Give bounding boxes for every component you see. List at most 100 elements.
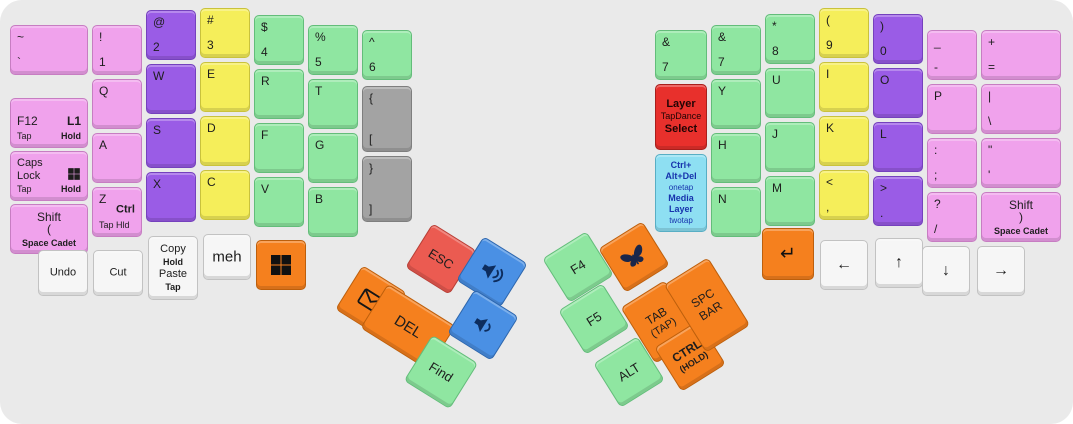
key-o[interactable]: O [873,68,923,118]
key-label: 7 [662,60,669,74]
key-label: , [826,200,830,214]
key-grave[interactable]: ~` [10,25,88,75]
key-x[interactable]: X [146,172,196,222]
key-9[interactable]: (9 [819,8,869,58]
key-w[interactable]: W [146,64,196,114]
key-label: Ctrl [116,203,135,216]
key-g[interactable]: G [308,133,358,183]
key-c[interactable]: C [200,170,250,220]
key-label: F4 [567,256,589,278]
key-r[interactable]: R [254,69,304,119]
key-label: Shift [1008,198,1034,212]
key-label: ^ [369,35,375,49]
key-label: N [718,192,727,206]
key-rshift[interactable]: Shift)Space Cadet [981,192,1061,242]
key-label: ) [880,19,884,33]
key-cut[interactable]: Cut [93,250,143,296]
key-3[interactable]: #3 [200,8,250,58]
key-t[interactable]: T [308,79,358,129]
key-backslash[interactable]: |\ [981,84,1061,134]
key-vol-up[interactable] [456,236,528,308]
key-u[interactable]: U [765,68,815,118]
key-arrow-left[interactable]: ← [820,240,868,290]
key-label: Cut [109,266,127,279]
key-4[interactable]: $4 [254,15,304,65]
key-rbracket[interactable]: }] [362,156,412,222]
key-label: ↑ [895,254,903,271]
key-comma[interactable]: <, [819,170,869,220]
key-label: / [934,222,938,236]
key-label: Lock [17,170,41,182]
key-label: Tap Hld [99,220,130,230]
key-y[interactable]: Y [711,79,761,129]
key-arrow-down[interactable]: ↓ [922,246,970,296]
key-minus[interactable]: _- [927,30,977,80]
key-0[interactable]: )0 [873,14,923,64]
key-d[interactable]: D [200,116,250,166]
key-f[interactable]: F [254,123,304,173]
key-vol-down[interactable] [447,289,519,361]
key-lshift[interactable]: Shift(Space Cadet [10,204,88,254]
key-label: Copy [160,243,186,256]
key-i[interactable]: I [819,62,869,112]
key-label: % [315,30,326,44]
key-7-inner[interactable]: &7 [655,30,707,80]
key-q[interactable]: Q [92,79,142,129]
key-slash[interactable]: ?/ [927,192,977,242]
key-semicolon[interactable]: :; [927,138,977,188]
key-butterfly-key[interactable] [598,221,670,293]
key-label: 2 [153,40,160,54]
key-label: ( [47,222,51,236]
key-arrow-up[interactable]: ↑ [875,238,923,288]
key-m[interactable]: M [765,176,815,226]
key-label: L1 [66,113,81,128]
key-enter[interactable]: ↵ [762,228,814,280]
key-l[interactable]: L [873,122,923,172]
key-8[interactable]: *8 [765,14,815,64]
key-n[interactable]: N [711,187,761,237]
key-label: ( [826,13,830,27]
key-v[interactable]: V [254,177,304,227]
key-win-key[interactable] [256,240,306,290]
key-label: @ [153,15,166,29]
key-label: 0 [880,44,887,58]
key-6[interactable]: ^6 [362,30,412,80]
key-label: } [369,161,374,175]
key-label: 3 [207,38,214,52]
key-label: M [772,181,782,195]
key-equals[interactable]: += [981,30,1061,80]
win-icon [67,167,81,181]
key-meh[interactable]: meh [203,234,251,280]
key-2[interactable]: @2 [146,10,196,60]
key-j[interactable]: J [765,122,815,172]
key-label: 6 [369,60,376,74]
key-p[interactable]: P [927,84,977,134]
key-h[interactable]: H [711,133,761,183]
key-label: Z [99,192,107,206]
spk-loud-icon [473,253,510,290]
key-k[interactable]: K [819,116,869,166]
key-label: T [315,84,323,98]
key-undo[interactable]: Undo [38,250,88,296]
key-b[interactable]: B [308,187,358,237]
key-label: TapDance [660,111,702,122]
key-1[interactable]: !1 [92,25,142,75]
key-period[interactable]: >. [873,176,923,226]
key-lbracket[interactable]: {[ [362,86,412,152]
key-5[interactable]: %5 [308,25,358,75]
key-7[interactable]: &7 [711,25,761,75]
key-a[interactable]: A [92,133,142,183]
key-arrow-right[interactable]: → [977,246,1025,296]
key-label: : [934,143,938,157]
key-e[interactable]: E [200,62,250,112]
key-label: ) [1019,210,1023,224]
key-s[interactable]: S [146,118,196,168]
key-quote[interactable]: "' [981,138,1061,188]
